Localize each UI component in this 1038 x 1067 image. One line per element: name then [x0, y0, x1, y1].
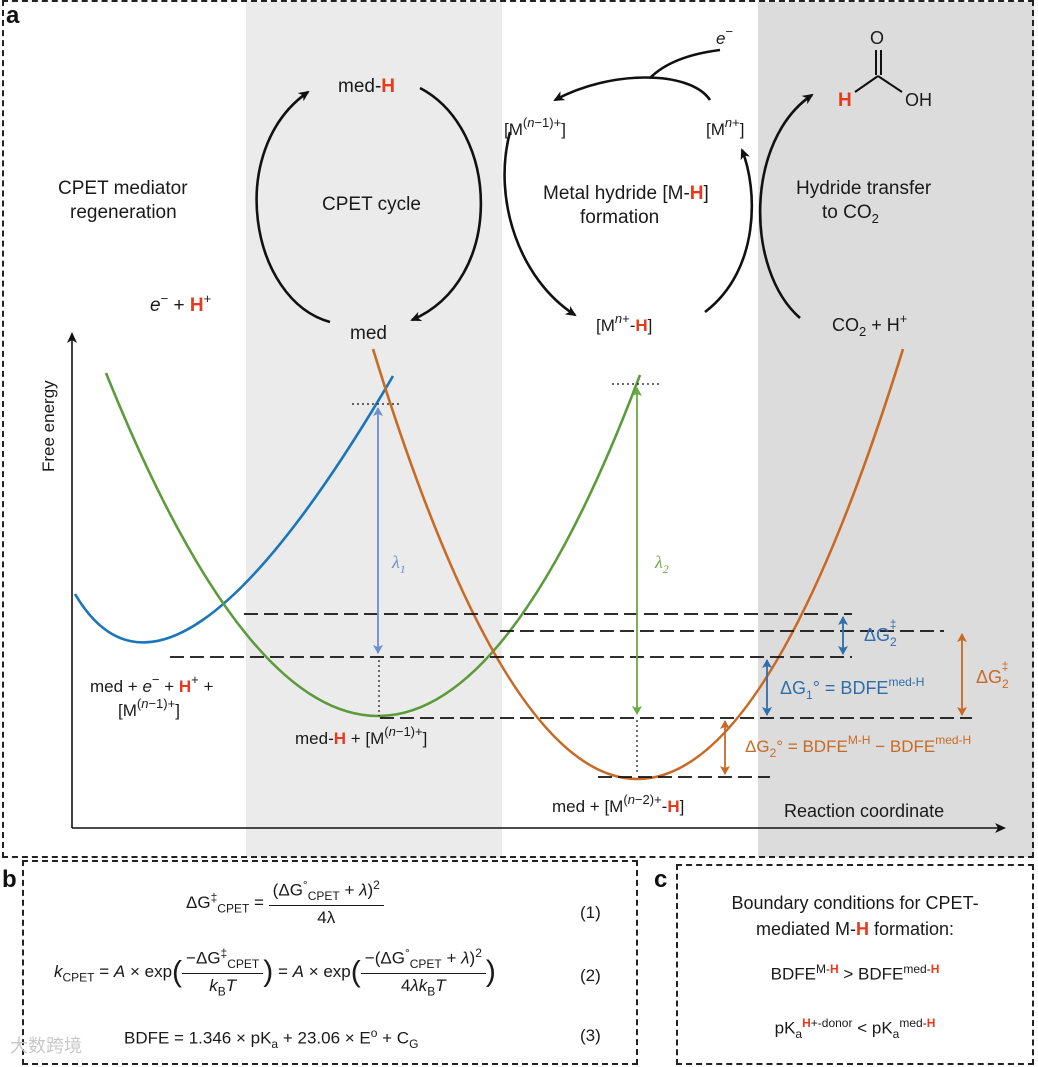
m-n-label: [Mn+]	[706, 115, 744, 139]
equation-3: BDFE = 1.346 × pKa + 23.06 × Eo + CG	[124, 1026, 419, 1052]
equation-1-number: (1)	[580, 903, 601, 922]
mn-arrow-top	[553, 76, 712, 102]
e-minus-label: e−	[716, 24, 733, 48]
panel-c-title: Boundary conditions for CPET- mediated M…	[731, 893, 979, 939]
electron-proton-label: e− + H+	[150, 291, 211, 316]
panel-label-c: c	[654, 866, 668, 893]
blue-parabola	[73, 375, 395, 644]
condition-bdfe: BDFEM-H > BDFEmed-H	[770, 962, 940, 984]
equation-3-number: (3)	[580, 1026, 601, 1045]
dotted-guides	[352, 383, 660, 775]
m-n-h-label: [Mn+-H]	[596, 311, 652, 335]
metal-hydride-label-1: Metal hydride [M-H]	[543, 183, 709, 204]
equation-2-number: (2)	[580, 966, 601, 985]
state2-label: med-H + [M(n−1)+]	[295, 724, 427, 748]
cpet-cycle-label: CPET cycle	[322, 194, 421, 215]
hydride-arrow-left	[503, 131, 577, 317]
cpet-regen-label-1: CPET mediator	[58, 178, 188, 199]
panel-a-frame	[2, 0, 1034, 858]
transfer-arrow	[758, 93, 814, 319]
state1-label-line2: [M(n−1)+]	[118, 696, 180, 720]
dG2-label: ΔG2° = BDFEM-H − BDFEmed-H	[745, 733, 971, 760]
panel-c-frame	[676, 864, 1034, 1065]
cpet-cycle-arrows	[255, 48, 814, 324]
state1-label-line1: med + e− + H+ +	[90, 672, 213, 696]
panel-b-frame	[22, 860, 638, 1065]
cycle-arrow-right	[410, 86, 483, 322]
formic-o: O	[870, 28, 884, 48]
dG2-ts-big-label: ΔG2‡	[976, 659, 1009, 691]
hydride-transfer-label-2: to CO2	[822, 202, 879, 226]
hydride-transfer-label-1: Hydride transfer	[796, 178, 932, 199]
lambda1-label: λ1	[391, 552, 406, 576]
dG2-ts-small-label: ΔG2‡	[864, 617, 897, 649]
green-parabola	[104, 372, 642, 718]
x-axis-label: Reaction coordinate	[784, 801, 944, 821]
shaded-column-hydride-transfer	[758, 2, 1034, 857]
metal-hydride-label-2: formation	[580, 207, 659, 228]
cycle-med-h-label: med-H	[338, 76, 395, 97]
panel-label-b: b	[2, 866, 17, 893]
orange-parabola	[371, 348, 905, 781]
m-n-minus-1-label: [M(n−1)+]	[504, 115, 566, 139]
state3-label: med + [M(n−2)+-H]	[552, 792, 684, 816]
cycle-arrow-left	[255, 90, 331, 324]
cycle-med-label: med	[350, 323, 387, 344]
energy-level-lines	[170, 613, 972, 778]
condition-pka: pKaH+-donor < pKamed-H	[774, 1016, 936, 1042]
hydride-arrow-right	[704, 148, 754, 314]
co2-h-label: CO2 + H+	[832, 311, 907, 339]
e-merge-arrow	[649, 48, 721, 79]
watermark: 大数跨境	[10, 1036, 82, 1057]
plot-axes	[67, 332, 1006, 833]
formic-h: H	[838, 90, 852, 111]
formic-acid-structure: O H OH	[838, 28, 932, 111]
panel-label-a: a	[6, 2, 20, 29]
lambda2-label: λ2	[654, 552, 669, 576]
cpet-regen-label-2: regeneration	[70, 202, 177, 223]
dG1-label: ΔG1° = BDFEmed-H	[780, 675, 924, 702]
y-axis-label: Free energy	[39, 380, 58, 472]
formic-oh: OH	[905, 90, 932, 110]
